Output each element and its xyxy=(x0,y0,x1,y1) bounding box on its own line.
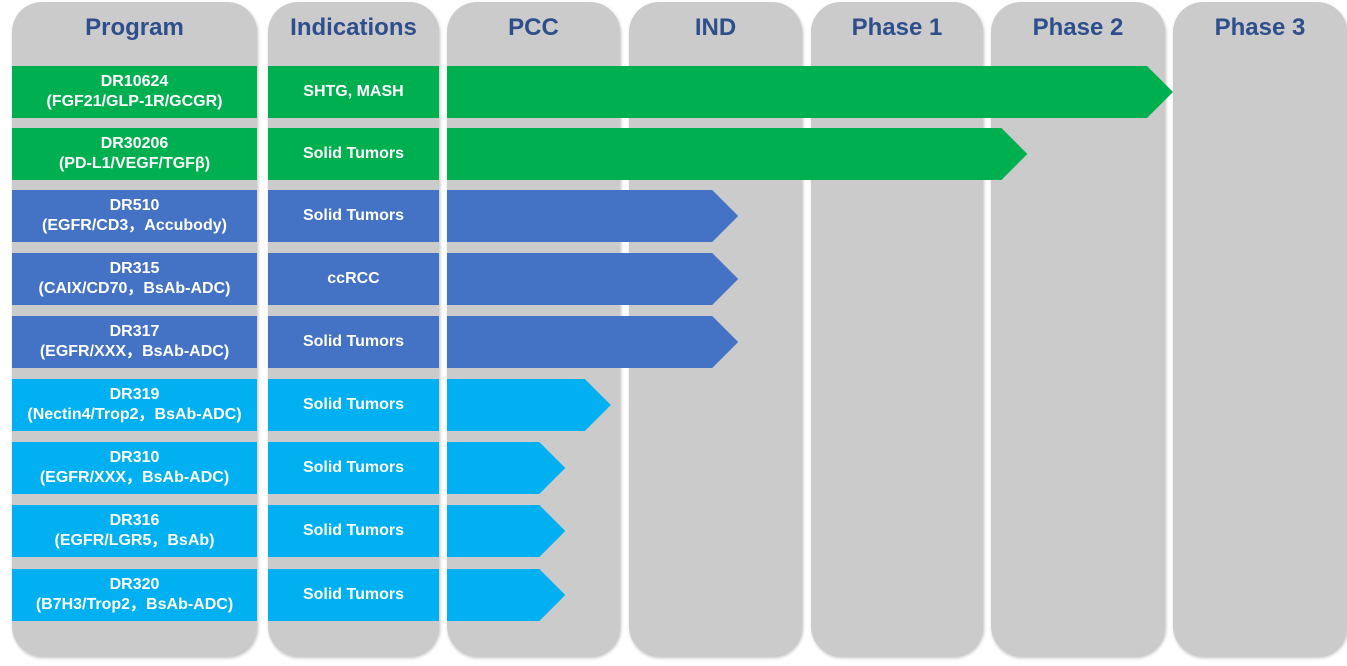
program-targets: (PD-L1/VEGF/TGFβ) xyxy=(58,155,211,172)
program-cell: DR317 (EGFR/XXX，BsAb-ADC) xyxy=(12,316,257,368)
indication-cell: Solid Tumors xyxy=(268,190,439,242)
program-cell: DR10624 (FGF21/GLP-1R/GCGR) xyxy=(12,66,257,118)
program-targets: (FGF21/GLP-1R/GCGR) xyxy=(46,93,223,110)
indication-cell: Solid Tumors xyxy=(268,569,439,621)
progress-arrow-dr317 xyxy=(447,316,739,368)
progress-arrow-dr10624 xyxy=(447,66,1173,118)
program-targets: (EGFR/LGR5，BsAb) xyxy=(54,532,215,549)
phase2-header: Phase 2 xyxy=(1032,14,1124,41)
program-cell: DR315 (CAIX/CD70，BsAb-ADC) xyxy=(12,253,257,305)
progress-arrow-dr310 xyxy=(447,442,566,494)
pcc-header: PCC xyxy=(508,14,559,41)
program-name: DR315 xyxy=(109,260,160,277)
program-targets: (Nectin4/Trop2，BsAb-ADC) xyxy=(27,406,242,423)
progress-arrow-dr30206 xyxy=(447,128,1028,180)
progress-arrow-dr319 xyxy=(447,379,611,431)
program-name: DR316 xyxy=(109,512,160,529)
program-name: DR10624 xyxy=(100,73,169,90)
indication-cell: Solid Tumors xyxy=(268,316,439,368)
phase1-header: Phase 1 xyxy=(851,14,943,41)
progress-arrow-dr510 xyxy=(447,190,739,242)
indication-cell: Solid Tumors xyxy=(268,442,439,494)
progress-arrow-dr315 xyxy=(447,253,739,305)
program-cell: DR310 (EGFR/XXX，BsAb-ADC) xyxy=(12,442,257,494)
program-header: Program xyxy=(85,14,184,41)
program-cell: DR510 (EGFR/CD3，Accubody) xyxy=(12,190,257,242)
program-cell: DR320 (B7H3/Trop2，BsAb-ADC) xyxy=(12,569,257,621)
program-name: DR30206 xyxy=(100,135,169,152)
program-cell: DR316 (EGFR/LGR5，BsAb) xyxy=(12,505,257,557)
program-cell: DR319 (Nectin4/Trop2，BsAb-ADC) xyxy=(12,379,257,431)
progress-arrow-dr320 xyxy=(447,569,566,621)
program-name: DR310 xyxy=(109,449,160,466)
program-name: DR317 xyxy=(109,323,160,340)
indication-cell: Solid Tumors xyxy=(268,379,439,431)
program-targets: (B7H3/Trop2，BsAb-ADC) xyxy=(35,596,234,613)
phase3-header: Phase 3 xyxy=(1214,14,1306,41)
indications-header: Indications xyxy=(290,14,417,41)
indication-cell: Solid Tumors xyxy=(268,505,439,557)
indication-cell: SHTG, MASH xyxy=(268,66,439,118)
progress-arrow-dr316 xyxy=(447,505,566,557)
program-cell: DR30206 (PD-L1/VEGF/TGFβ) xyxy=(12,128,257,180)
program-name: DR510 xyxy=(109,197,160,214)
indication-cell: Solid Tumors xyxy=(268,128,439,180)
program-targets: (EGFR/XXX，BsAb-ADC) xyxy=(39,343,230,360)
program-targets: (EGFR/CD3，Accubody) xyxy=(42,217,227,234)
ind-header: IND xyxy=(694,14,737,41)
indication-cell: ccRCC xyxy=(268,253,439,305)
program-name: DR320 xyxy=(109,576,160,593)
program-targets: (CAIX/CD70，BsAb-ADC) xyxy=(38,280,231,297)
phase3-column: Phase 3 xyxy=(1173,2,1347,656)
program-name: DR319 xyxy=(109,386,160,403)
program-targets: (EGFR/XXX，BsAb-ADC) xyxy=(39,469,230,486)
